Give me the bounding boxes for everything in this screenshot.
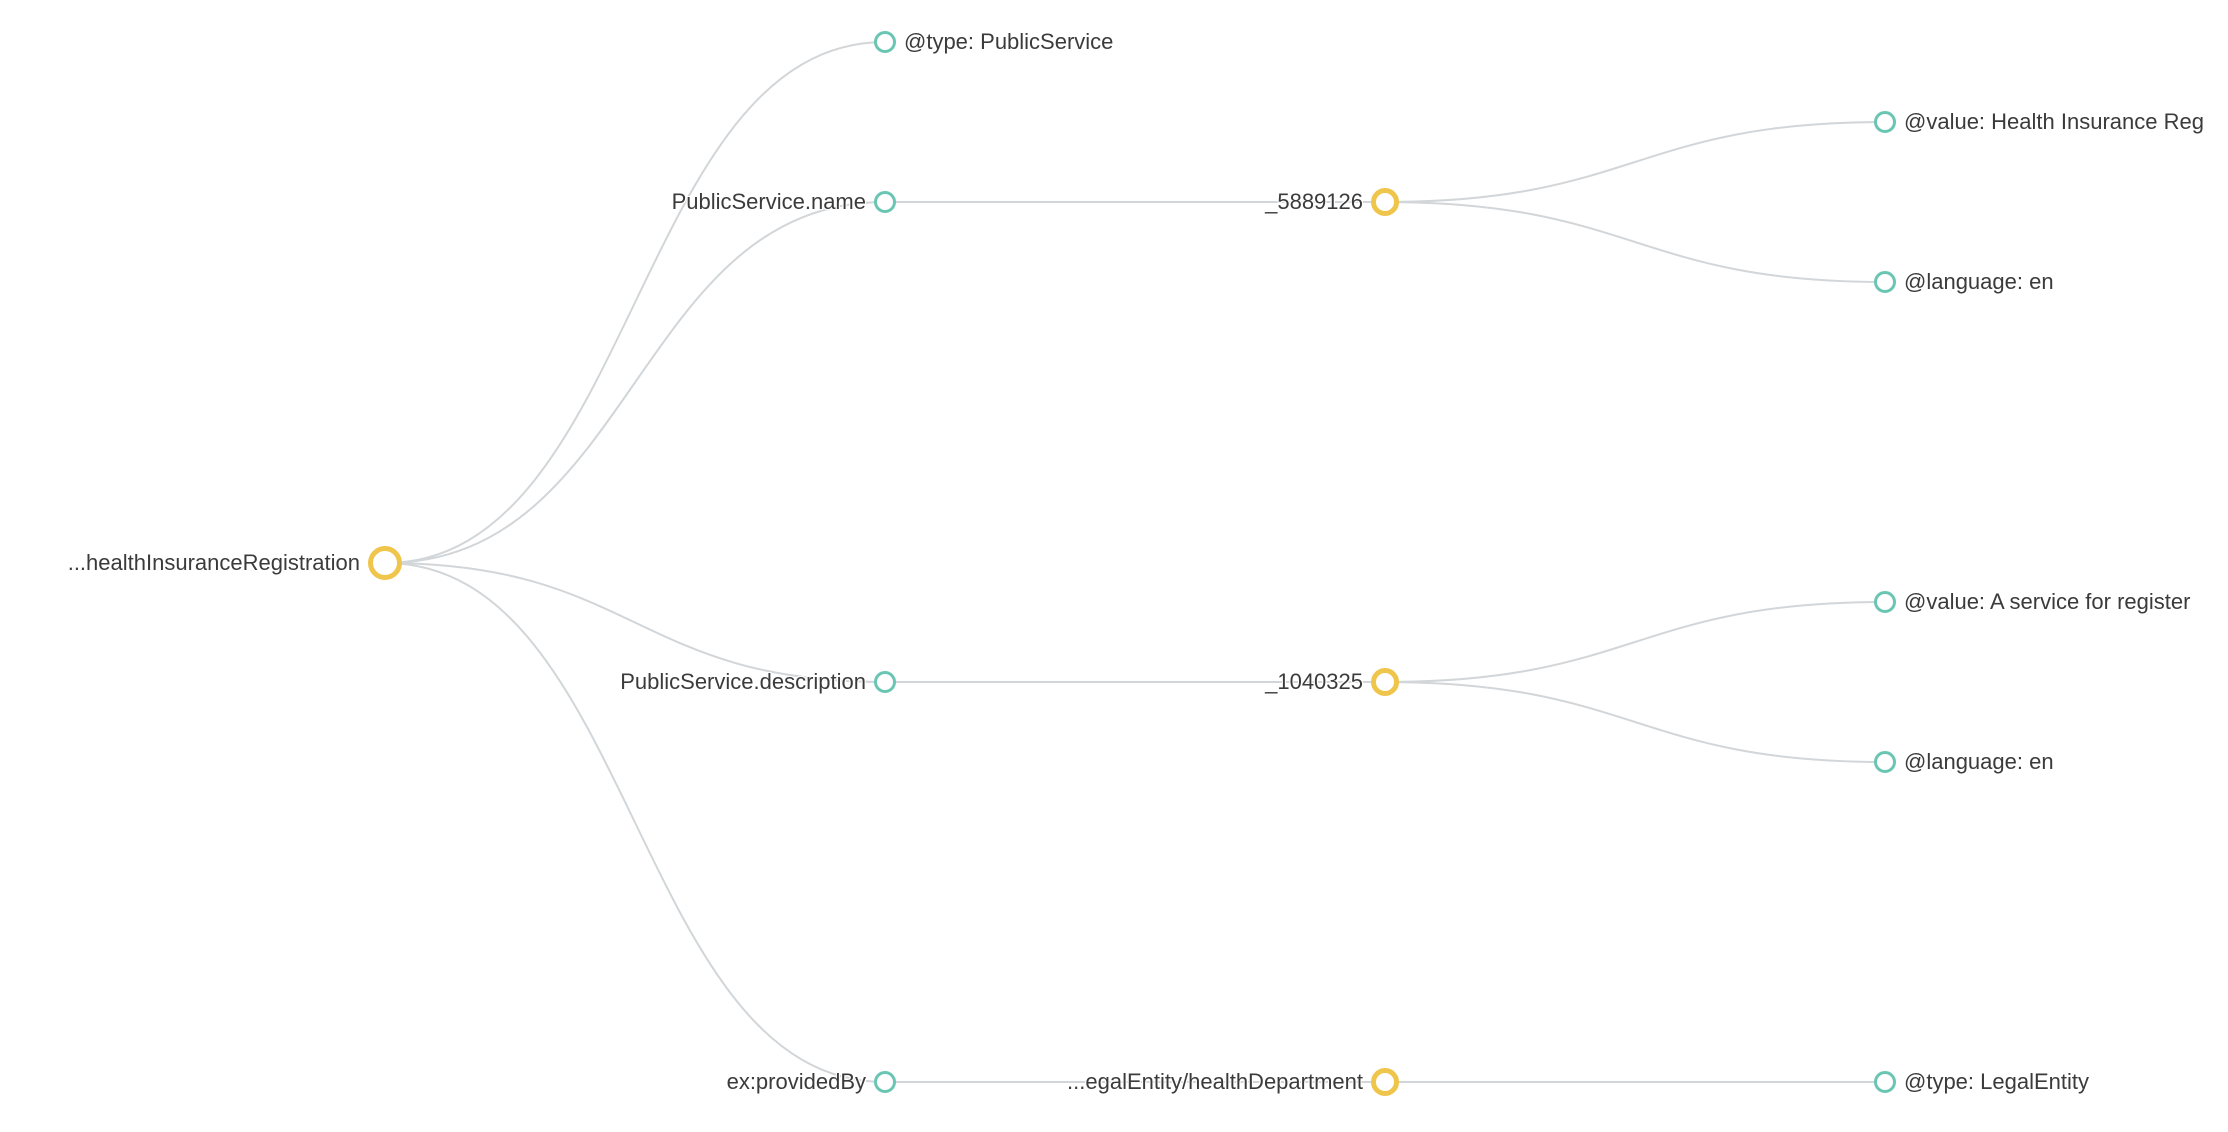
property-node-circle[interactable] — [874, 31, 896, 53]
node-label[interactable]: PublicService.description — [620, 669, 866, 694]
node-label[interactable]: @type: LegalEntity — [1904, 1069, 2089, 1094]
tree-link — [1384, 681, 1886, 763]
property-node-circle[interactable] — [1874, 111, 1896, 133]
property-node-circle[interactable] — [1874, 751, 1896, 773]
node-label[interactable]: _1040325 — [1265, 669, 1363, 694]
entity-node-circle[interactable] — [1371, 668, 1399, 696]
tree-link — [384, 41, 886, 564]
tree-link — [1384, 201, 1886, 283]
property-node-circle[interactable] — [874, 671, 896, 693]
property-node-circle[interactable] — [1874, 591, 1896, 613]
tree-link — [384, 562, 886, 1083]
node-label[interactable]: ex:providedBy — [726, 1069, 866, 1094]
node-label[interactable]: @language: en — [1904, 269, 2054, 294]
node-label[interactable]: PublicService.name — [671, 189, 866, 214]
node-label[interactable]: @value: A service for register — [1904, 589, 2191, 614]
property-node-circle[interactable] — [1874, 271, 1896, 293]
property-node-circle[interactable] — [874, 1071, 896, 1093]
entity-node-circle[interactable] — [1371, 188, 1399, 216]
node-label[interactable]: @value: Health Insurance Reg — [1904, 109, 2204, 134]
property-node-circle[interactable] — [1874, 1071, 1896, 1093]
node-label[interactable]: @type: PublicService — [904, 29, 1114, 54]
tree-link — [1384, 121, 1886, 203]
tree-link — [384, 201, 886, 564]
node-label[interactable]: _5889126 — [1265, 189, 1363, 214]
property-node-circle[interactable] — [874, 191, 896, 213]
entity-node-circle[interactable] — [368, 546, 402, 580]
tree-link — [1384, 601, 1886, 683]
node-label[interactable]: ...healthInsuranceRegistration — [67, 550, 360, 575]
node-label[interactable]: @language: en — [1904, 749, 2054, 774]
node-label[interactable]: ...egalEntity/healthDepartment — [1067, 1069, 1363, 1094]
entity-node-circle[interactable] — [1371, 1068, 1399, 1096]
tree-link — [384, 562, 886, 683]
